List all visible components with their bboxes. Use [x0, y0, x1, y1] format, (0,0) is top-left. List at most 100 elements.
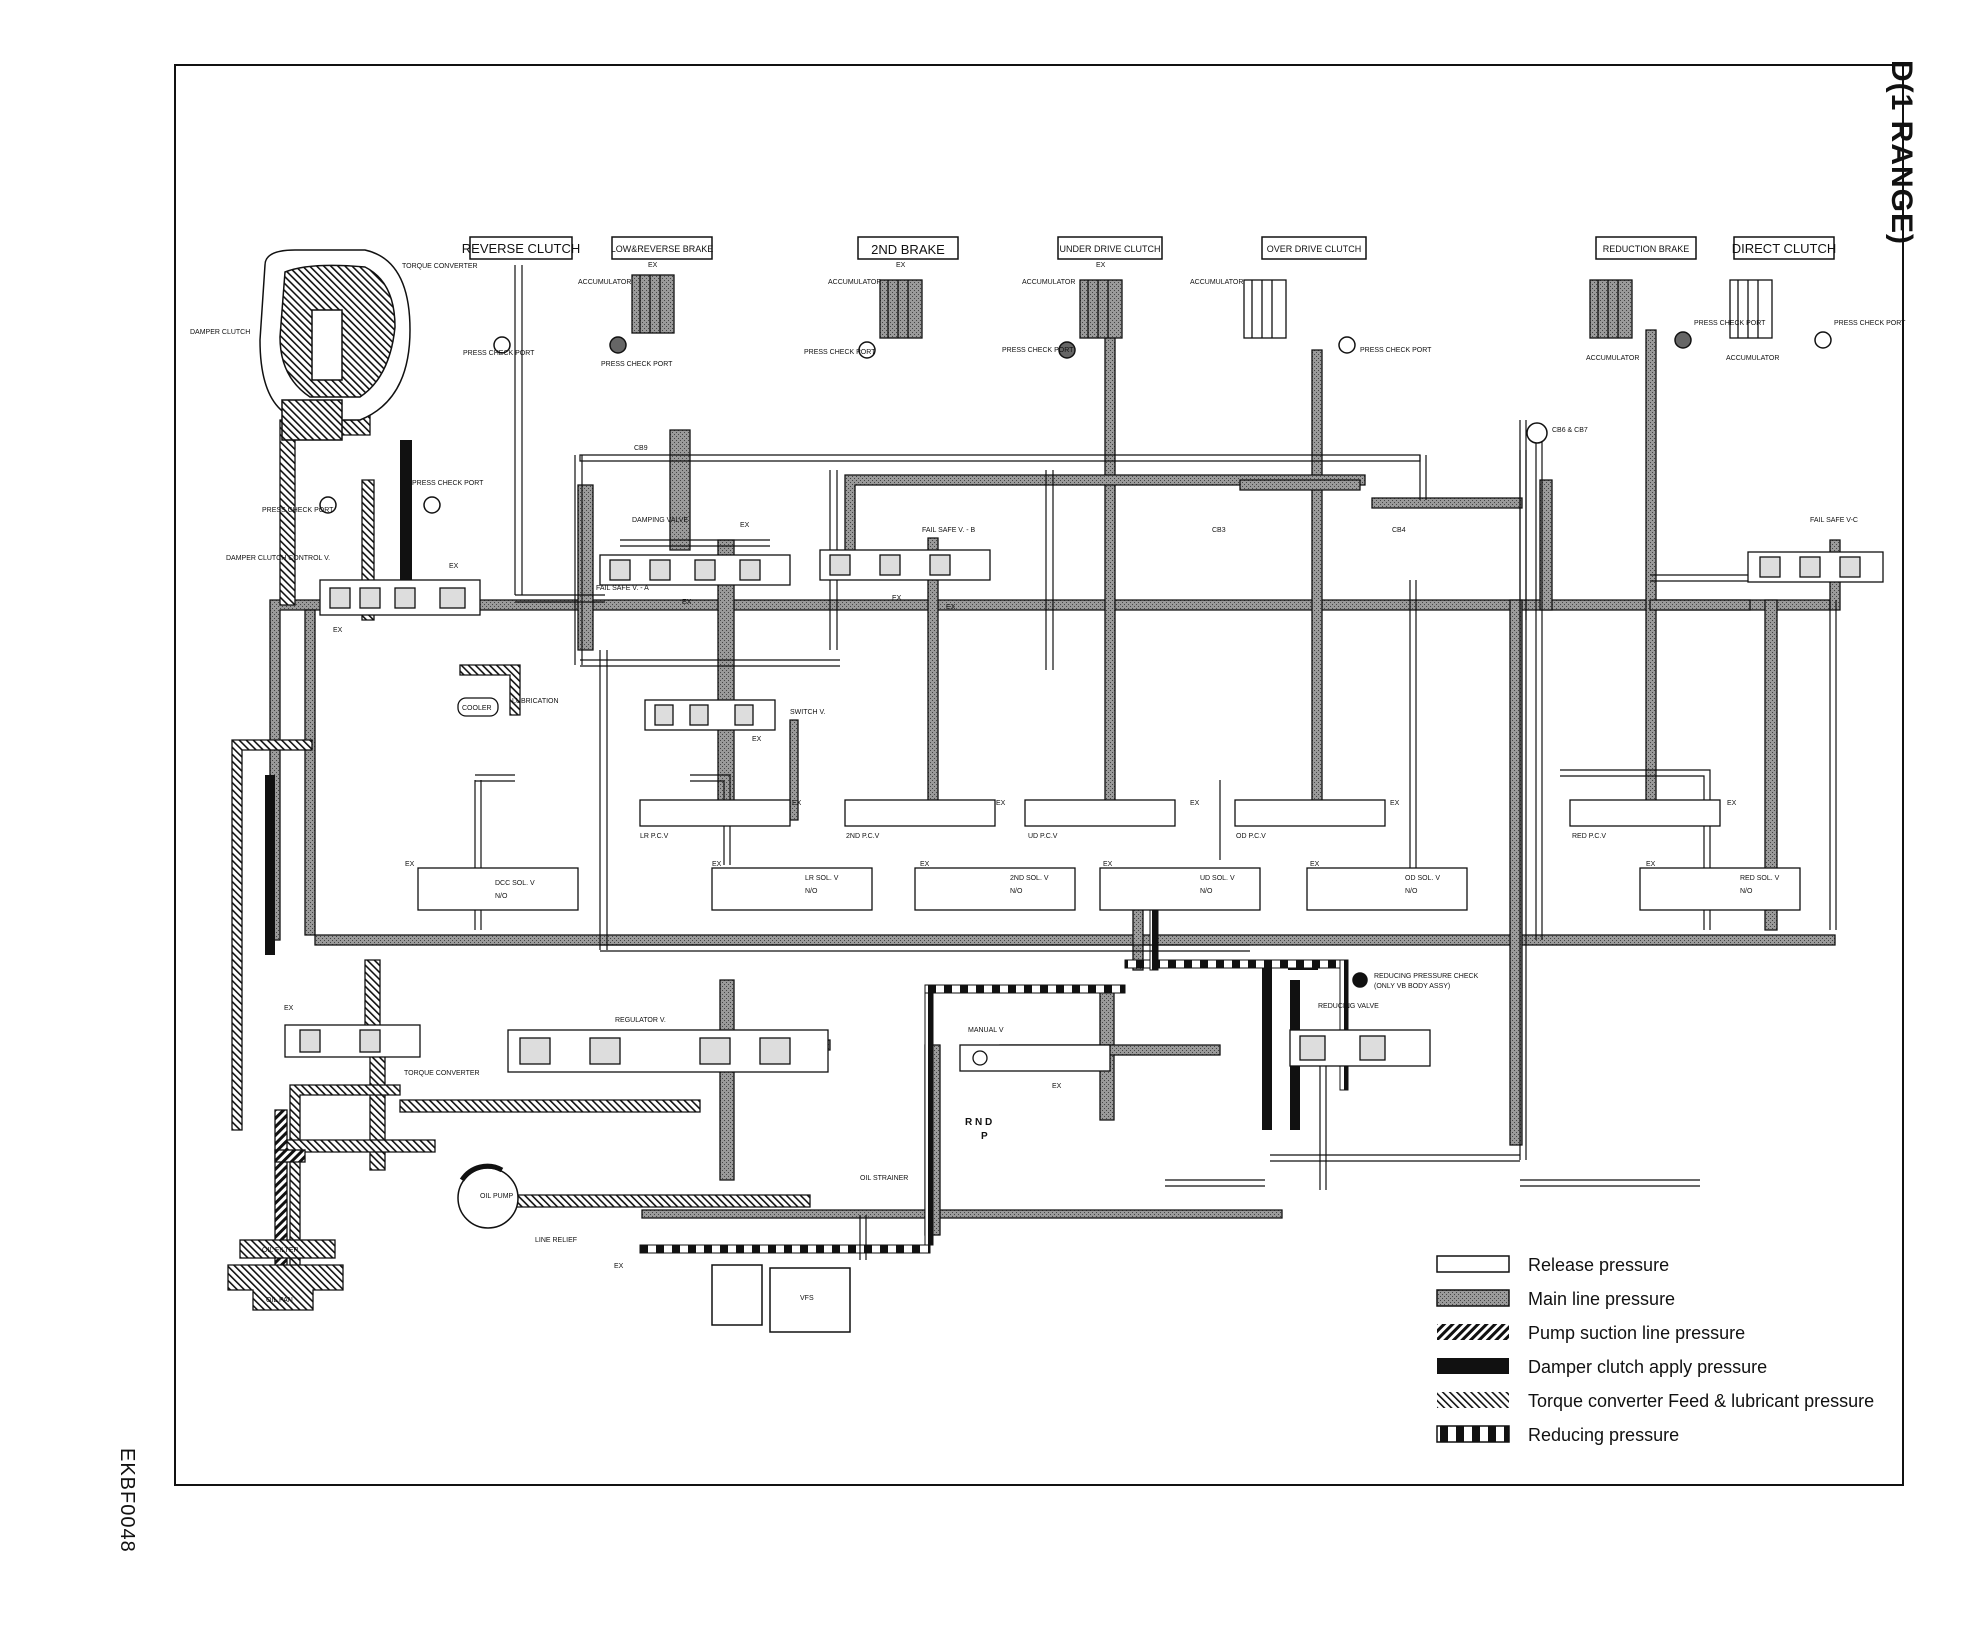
accumulator-label: ACCUMULATOR	[1190, 279, 1243, 286]
header-reverse-clutch: REVERSE CLUTCH	[462, 236, 580, 260]
range-selector-p: P	[981, 1131, 988, 1142]
legend-item-tc-feed: Torque converter Feed & lubricant pressu…	[1437, 1391, 1874, 1411]
svg-text:OVER DRIVE CLUTCH: OVER DRIVE CLUTCH	[1267, 244, 1362, 254]
accumulator-reduction	[1589, 279, 1633, 339]
torque-converter-symbol	[259, 249, 411, 441]
svg-text:Reducing pressure: Reducing pressure	[1528, 1425, 1679, 1445]
red-sol-label: RED SOL. V	[1740, 875, 1780, 882]
svg-text:Main line pressure: Main line pressure	[1528, 1289, 1675, 1309]
oil-pump-label: OIL PUMP	[480, 1193, 514, 1200]
press-check-port-label: PRESS CHECK PORT	[1834, 320, 1906, 327]
oil-filter	[239, 1239, 336, 1259]
switch-valve	[644, 699, 776, 731]
diagram-frame	[174, 64, 1904, 1486]
svg-text:UNDER DRIVE CLUTCH: UNDER DRIVE CLUTCH	[1059, 244, 1160, 254]
cooler	[457, 697, 499, 717]
reducing-valve-label: REDUCING VALVE	[1318, 1003, 1379, 1010]
reducing-check-note: (ONLY VB BODY ASSY)	[1374, 983, 1450, 990]
main-line-pressure-passages	[269, 329, 1841, 1236]
damping-valve-label: DAMPING VALVE	[632, 517, 688, 524]
2nd-pcv-label: 2ND P.C.V	[846, 833, 880, 840]
svg-text:REDUCTION BRAKE: REDUCTION BRAKE	[1603, 244, 1690, 254]
svg-text:Torque converter Feed & lubric: Torque converter Feed & lubricant pressu…	[1528, 1391, 1874, 1411]
svg-text:EX: EX	[1052, 1083, 1062, 1090]
accumulator-label: ACCUMULATOR	[828, 279, 881, 286]
ud-sol-label: UD SOL. V	[1200, 875, 1235, 882]
svg-text:EX: EX	[284, 1005, 294, 1012]
accumulator-label: ACCUMULATOR	[1022, 279, 1075, 286]
svg-text:EX: EX	[1096, 262, 1106, 269]
svg-text:EX: EX	[648, 262, 658, 269]
header-low-reverse-brake: LOW&REVERSE BRAKE	[611, 236, 714, 260]
header-direct-clutch: DIRECT CLUTCH	[1732, 236, 1837, 260]
svg-text:EX: EX	[333, 627, 343, 634]
legend: Release pressure Main line pressure Pump…	[1436, 1255, 1874, 1445]
ud-pcv-label: UD P.C.V	[1028, 833, 1058, 840]
press-check-port-label: PRESS CHECK PORT	[463, 350, 535, 357]
svg-text:EX: EX	[405, 861, 415, 868]
svg-text:EX: EX	[1646, 861, 1656, 868]
svg-text:EX: EX	[740, 522, 750, 529]
damper-clutch-control-v-label: DAMPER CLUTCH CONTROL V.	[226, 555, 330, 562]
svg-text:EX: EX	[792, 800, 802, 807]
press-check-port-label: PRESS CHECK PORT	[262, 507, 334, 514]
oil-filter-label: OIL FILTER	[262, 1247, 299, 1254]
accumulator-label: ACCUMULATOR	[578, 279, 631, 286]
fail-safe-a-label: FAIL SAFE V. - A	[596, 585, 649, 592]
od-sol-no: N/O	[1405, 888, 1418, 895]
range-selector-rnd: R N D	[965, 1117, 992, 1128]
exhaust-labels: EX EX EX EX EX EX EX EX EX EX EX EX EX E…	[284, 262, 1737, 1270]
press-check-port-label: PRESS CHECK PORT	[412, 480, 484, 487]
vfs-label: VFS	[800, 1295, 814, 1302]
svg-text:EX: EX	[892, 595, 902, 602]
dcc-sol-no: N/O	[495, 893, 508, 900]
legend-item-reducing: Reducing pressure	[1436, 1425, 1679, 1445]
svg-text:LOW&REVERSE BRAKE: LOW&REVERSE BRAKE	[611, 244, 714, 254]
svg-text:EX: EX	[1103, 861, 1113, 868]
svg-text:EX: EX	[1310, 861, 1320, 868]
lr-sol-no: N/O	[805, 888, 818, 895]
accumulator-label: ACCUMULATOR	[1586, 355, 1639, 362]
press-check-port-label: PRESS CHECK PORT	[601, 361, 673, 368]
header-2nd-brake: 2ND BRAKE	[857, 236, 959, 260]
release-pressure-passages	[474, 265, 1837, 1260]
header-under-drive-clutch: UNDER DRIVE CLUTCH	[1057, 236, 1163, 260]
reducing-valve	[1289, 1029, 1431, 1067]
lr-pcv-label: LR P.C.V	[640, 833, 669, 840]
2nd-sol-no: N/O	[1010, 888, 1023, 895]
od-pcv-label: OD P.C.V	[1236, 833, 1266, 840]
fail-safe-valve-b	[819, 549, 991, 581]
red-sol-no: N/O	[1740, 888, 1753, 895]
fail-safe-c-label: FAIL SAFE V-C	[1810, 517, 1858, 524]
lubrication-label: LUBRICATION	[512, 698, 559, 705]
damper-clutch-control-valve	[319, 579, 481, 616]
regulator-valve	[507, 1029, 829, 1073]
od-sol-label: OD SOL. V	[1405, 875, 1440, 882]
svg-text:EX: EX	[449, 563, 459, 570]
vfs-unit	[711, 1264, 851, 1333]
svg-text:EX: EX	[1390, 800, 1400, 807]
lr-sol-label: LR SOL. V	[805, 875, 839, 882]
svg-text:2ND BRAKE: 2ND BRAKE	[871, 242, 945, 257]
red-pcv-label: RED P.C.V	[1572, 833, 1606, 840]
fail-safe-b-label: FAIL SAFE V. - B	[922, 527, 976, 534]
accumulator-low-reverse	[631, 274, 675, 334]
fail-safe-valve-c	[1747, 551, 1884, 583]
dcc-sol-label: DCC SOL. V	[495, 880, 535, 887]
solenoid-valves	[417, 867, 1801, 911]
header-over-drive-clutch: OVER DRIVE CLUTCH	[1261, 236, 1367, 260]
legend-item-release: Release pressure	[1436, 1255, 1669, 1275]
2nd-sol-label: 2ND SOL. V	[1010, 875, 1049, 882]
manual-valve	[959, 1044, 1111, 1072]
switch-v-label: SWITCH V.	[790, 709, 826, 716]
press-check-port-label: PRESS CHECK PORT	[804, 349, 876, 356]
svg-text:EX: EX	[1190, 800, 1200, 807]
svg-text:EX: EX	[682, 599, 692, 606]
cb6-cb7-label: CB6 & CB7	[1552, 427, 1588, 434]
torque-converter-label: TORQUE CONVERTER	[402, 263, 478, 270]
oil-pan	[227, 1264, 344, 1311]
reducing-check-label: REDUCING PRESSURE CHECK	[1374, 973, 1479, 980]
svg-text:DIRECT CLUTCH: DIRECT CLUTCH	[1732, 241, 1837, 256]
svg-text:EX: EX	[712, 861, 722, 868]
